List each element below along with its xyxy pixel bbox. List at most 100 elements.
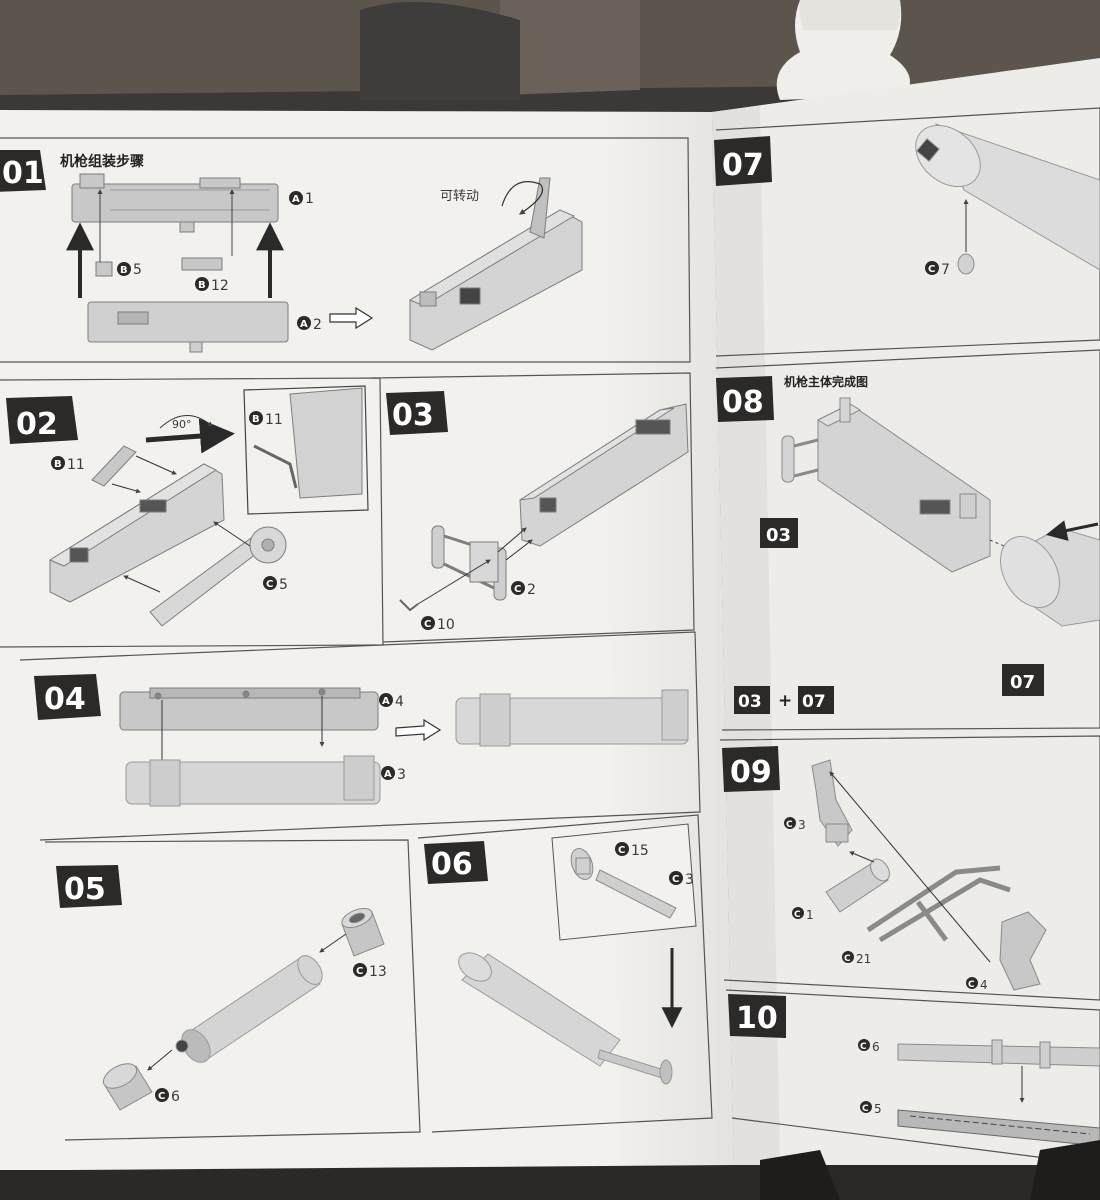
part-label-C5: C 5 [263, 576, 288, 593]
step-number-06: 06 [431, 847, 473, 882]
panel-04: A 4 A 3 [119, 687, 689, 807]
small-cap-part [957, 253, 975, 275]
barrel-jacket-07 [915, 123, 1100, 271]
rotation-arc-icon [159, 415, 213, 429]
panel-05-frame [44, 839, 421, 1141]
step-badge-09 [722, 746, 780, 792]
svg-text:2: 2 [527, 582, 536, 598]
panel-07: 07 C 7 [714, 123, 1100, 278]
svg-text:A: A [292, 194, 300, 205]
svg-text:C: C [786, 820, 793, 830]
step-number-01: 01 [2, 156, 44, 191]
step-badge-07 [714, 136, 772, 186]
part-label-A4: A 4 [379, 693, 404, 710]
step-badge-10 [728, 994, 786, 1038]
svg-text:C: C [158, 1091, 165, 1102]
part-label-A1: A 1 [289, 191, 314, 207]
join-arrow-08 [1045, 520, 1099, 541]
panel-01: 机枪组装步骤 A 1 B 5 B 12 [60, 153, 583, 353]
small-pin-part [399, 599, 419, 612]
svg-text:15: 15 [631, 843, 649, 859]
panel-09-frame [719, 735, 1100, 1001]
rail-part-top [897, 1039, 1100, 1069]
panel-02: B 11 C 5 90° [48, 385, 369, 627]
receiver-body-02 [48, 463, 225, 603]
part-label-A3: A 3 [381, 766, 406, 783]
part-label-C1-09: C 1 [792, 907, 814, 922]
part-label-C4-09: C 4 [966, 977, 988, 992]
step-number-04: 04 [44, 682, 86, 717]
step-number-03: 03 [392, 398, 434, 433]
svg-text:C: C [356, 966, 363, 977]
side-plate [149, 526, 287, 627]
svg-text:13: 13 [369, 964, 387, 980]
part-label-C5-10: C 5 [860, 1101, 882, 1116]
assembled-machine-gun-body [781, 397, 991, 573]
barrel-jacket-assembled [455, 689, 689, 747]
hollow-arrow-icon [329, 306, 374, 330]
svg-text:07: 07 [802, 692, 826, 712]
panel-05: C 13 C 6 [102, 907, 387, 1111]
panel-08-frame [715, 349, 1100, 731]
rotatable-note: 可转动 [440, 189, 479, 204]
svg-text:C: C [672, 874, 679, 885]
svg-text:3: 3 [798, 818, 806, 832]
panel-02-frame [0, 377, 384, 648]
part-label-C3: C 3 [669, 871, 694, 888]
svg-text:C: C [844, 954, 851, 964]
step-number-09: 09 [730, 755, 772, 790]
svg-text:11: 11 [67, 457, 85, 473]
svg-text:1: 1 [806, 908, 814, 922]
svg-text:B: B [252, 414, 260, 425]
step-badge-01 [0, 150, 46, 192]
svg-text:B: B [120, 265, 128, 276]
svg-text:C: C [266, 579, 273, 590]
panel-01-frame [0, 137, 691, 363]
svg-text:C: C [928, 264, 935, 275]
detail-inset: B 11 [243, 385, 369, 515]
svg-text:C: C [968, 980, 975, 990]
clamp-part [999, 911, 1047, 991]
step-badge-05 [56, 865, 122, 908]
svg-text:C: C [862, 1104, 869, 1114]
tripod-frame-part [866, 865, 1011, 943]
rail-part-bottom [897, 1109, 1100, 1147]
sub-badge-03: 03 [760, 518, 798, 548]
step-badge-02 [6, 396, 78, 444]
part-label-B5: B 5 [117, 262, 142, 278]
panel-09: 09 C 3 C 1 C 21 [722, 746, 1047, 992]
step-number-07: 07 [722, 148, 764, 183]
assembled-receiver [408, 177, 583, 351]
svg-text:5: 5 [874, 1102, 882, 1116]
barrel-jacket-08 [1000, 527, 1100, 627]
panel-08: 08 机枪主体完成图 03 07 03 + [716, 374, 1100, 714]
svg-text:03: 03 [766, 525, 791, 546]
step-badge-03 [386, 391, 448, 435]
receiver-bottom-part [87, 301, 289, 353]
panel-03: C 2 C 10 [399, 403, 689, 633]
part-label-C6-10: C 6 [858, 1039, 880, 1054]
svg-text:B: B [54, 459, 62, 470]
part-label-B11-left: B 11 [51, 456, 85, 473]
part-label-C3-09: C 3 [784, 817, 806, 832]
svg-text:C: C [860, 1042, 867, 1052]
part-label-C10: C 10 [421, 616, 455, 633]
svg-text:10: 10 [437, 617, 455, 633]
combo-badges: 03 + 07 [734, 686, 834, 714]
svg-text:B: B [198, 280, 206, 291]
step-badge-08 [716, 376, 774, 422]
svg-text:A: A [300, 319, 308, 330]
step-number-02: 02 [16, 407, 58, 442]
foreground-objects [760, 1140, 1100, 1200]
panel-06: C 15 C 3 [458, 823, 697, 1085]
hollow-arrow-icon-04 [395, 718, 442, 742]
sub-badge-07: 07 [1002, 664, 1044, 696]
svg-text:C: C [794, 910, 801, 920]
panel-07-frame [715, 107, 1100, 357]
panel-06-frame [417, 814, 713, 1133]
part-label-C2: C 2 [511, 581, 536, 598]
svg-text:5: 5 [279, 577, 288, 593]
part-label-C21-09: C 21 [842, 951, 871, 966]
barrel-tube [175, 955, 323, 1063]
